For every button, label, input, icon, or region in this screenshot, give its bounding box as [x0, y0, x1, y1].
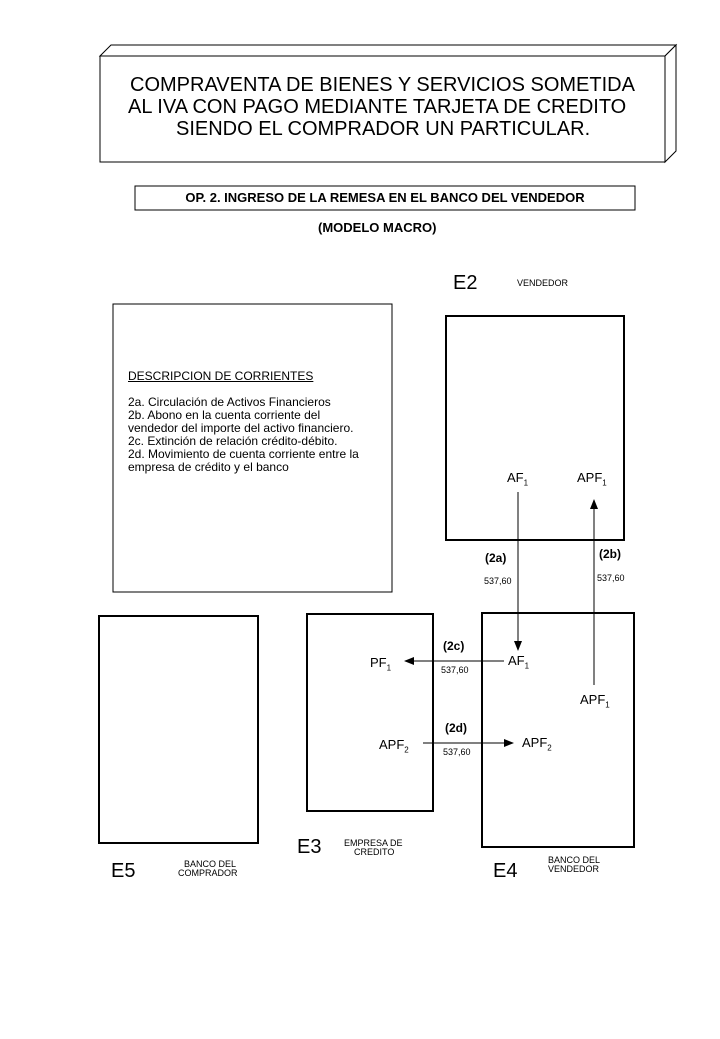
flow-2b-amount: 537,60	[597, 573, 625, 583]
e2-af-sub: 1	[523, 478, 529, 488]
e3-pf-base: PF	[370, 655, 387, 670]
description-heading: DESCRIPCION DE CORRIENTES	[128, 369, 314, 383]
model-label: (MODELO MACRO)	[318, 220, 437, 235]
e3-role: EMPRESA DE CREDITO	[344, 839, 403, 857]
description-line-2c: 2c. Extinción de relación crédito-débito…	[128, 434, 338, 448]
e4-apf1-node: APF1	[580, 692, 610, 710]
e5-role-line-1: BANCO DEL	[184, 859, 237, 869]
e2-code: E2	[453, 272, 478, 294]
flow-2d-amount: 537,60	[443, 747, 471, 757]
e4-af-node: AF1	[508, 653, 529, 671]
e2-role: VENDEDOR	[517, 278, 569, 288]
e3-code: E3	[297, 836, 322, 858]
e3-apf2-base: APF	[379, 737, 405, 752]
description-line-2b: 2b. Abono en la cuenta corriente del ven…	[128, 408, 354, 435]
description-text: DESCRIPCION DE CORRIENTES 2a. Circulació…	[128, 370, 368, 474]
e2-box	[445, 315, 625, 541]
e4-role: BANCO DEL VENDEDOR	[548, 856, 600, 874]
e3-role-line-1: EMPRESA DE	[344, 838, 403, 848]
title-line-3: SIENDO EL COMPRADOR UN PARTICULAR.	[176, 118, 591, 140]
e5-box	[98, 615, 259, 844]
title-box	[98, 43, 678, 164]
e3-role-line-2: CREDITO	[354, 847, 395, 857]
description-box	[112, 303, 393, 593]
flow-2c-label: (2c)	[443, 639, 465, 653]
title-line-2: AL IVA CON PAGO MEDIANTE TARJETA DE CRED…	[128, 96, 627, 118]
e4-role-line-2: VENDEDOR	[548, 864, 600, 874]
operation-title: OP. 2. INGRESO DE LA REMESA EN EL BANCO …	[185, 190, 585, 205]
main-title: COMPRAVENTA DE BIENES Y SERVICIOS SOMETI…	[100, 74, 665, 140]
e5-role: BANCO DEL COMPRADOR	[178, 860, 238, 878]
e4-box	[481, 612, 635, 848]
e2-apf-base: APF	[577, 470, 603, 485]
title-line-1: COMPRAVENTA DE BIENES Y SERVICIOS SOMETI…	[130, 74, 635, 96]
e3-apf2-sub: 2	[404, 745, 409, 755]
e4-code: E4	[493, 860, 518, 882]
e4-role-line-1: BANCO DEL	[548, 855, 601, 865]
flow-2a-amount: 537,60	[484, 576, 512, 586]
e2-af-node: AF1	[507, 470, 528, 488]
e2-af-base: AF	[507, 470, 524, 485]
e4-apf2-sub: 2	[547, 743, 552, 753]
e3-pf-sub: 1	[386, 663, 392, 673]
e5-code: E5	[111, 860, 136, 882]
e4-apf1-base: APF	[580, 692, 606, 707]
e4-apf2-node: APF2	[522, 735, 552, 753]
e2-apf-sub: 1	[602, 478, 607, 488]
e3-box	[306, 613, 434, 812]
flow-2c-amount: 537,60	[441, 665, 469, 675]
flow-2b-label: (2b)	[599, 547, 621, 561]
e4-apf2-base: APF	[522, 735, 548, 750]
flow-2d-label: (2d)	[445, 721, 467, 735]
flow-2a-label: (2a)	[485, 551, 507, 565]
description-line-2d: 2d. Movimiento de cuenta corriente entre…	[128, 447, 359, 474]
e2-apf-node: APF1	[577, 470, 607, 488]
e4-af-sub: 1	[524, 661, 530, 671]
e3-apf2-node: APF2	[379, 737, 409, 755]
e3-pf-node: PF1	[370, 655, 391, 673]
e4-af-base: AF	[508, 653, 525, 668]
description-line-2a: 2a. Circulación de Activos Financieros	[128, 395, 331, 409]
operation-box	[134, 185, 636, 211]
e4-apf1-sub: 1	[605, 700, 610, 710]
e5-role-line-2: COMPRADOR	[178, 868, 238, 878]
